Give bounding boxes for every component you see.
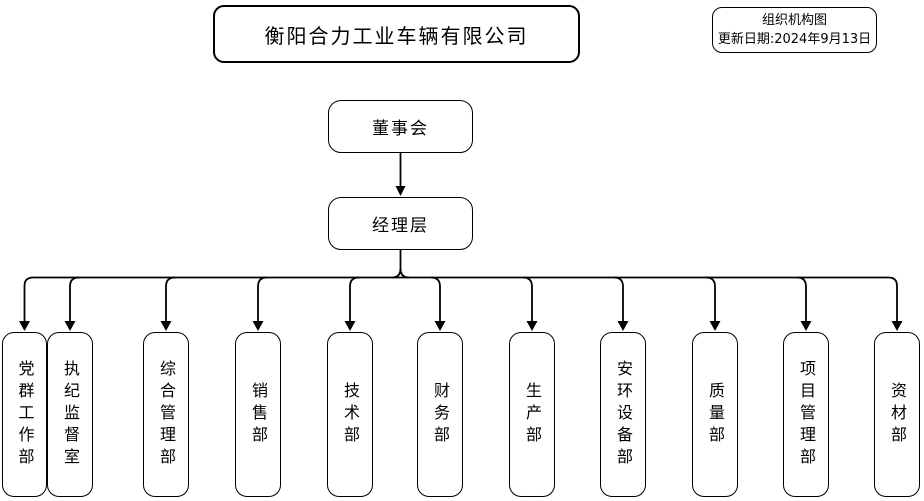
- department-box-materials: 资材部: [874, 332, 920, 497]
- company-title: 衡阳合力工业车辆有限公司: [264, 23, 529, 48]
- department-label: 技术部: [341, 381, 360, 448]
- department-box-quality: 质量部: [692, 332, 738, 497]
- department-label: 项目管理部: [797, 359, 816, 470]
- department-box-finance: 财务部: [417, 332, 463, 497]
- department-box-discipline-supervision: 执纪监督室: [47, 332, 93, 497]
- board-box: 董事会: [328, 100, 473, 153]
- management-label: 经理层: [372, 216, 429, 236]
- department-box-safety-equipment: 安环设备部: [600, 332, 646, 497]
- department-label: 资材部: [888, 381, 907, 448]
- board-label: 董事会: [372, 119, 429, 139]
- update-date-label: 更新日期:2024年9月13日: [717, 32, 872, 47]
- department-label: 党群工作部: [15, 359, 35, 470]
- chart-info-box: 组织机构图 更新日期:2024年9月13日: [712, 7, 877, 53]
- department-box-technology: 技术部: [327, 332, 373, 497]
- department-label: 质量部: [706, 381, 725, 448]
- management-box: 经理层: [328, 197, 473, 250]
- department-label: 执纪监督室: [61, 359, 80, 470]
- department-box-general-management: 综合管理部: [143, 332, 189, 497]
- department-box-party-group: 党群工作部: [2, 332, 47, 497]
- company-title-box: 衡阳合力工业车辆有限公司: [213, 5, 580, 63]
- department-box-project-management: 项目管理部: [783, 332, 829, 497]
- department-label: 综合管理部: [157, 359, 176, 470]
- department-label: 生产部: [523, 381, 542, 448]
- chart-type-label: 组织机构图: [761, 13, 827, 28]
- department-label: 安环设备部: [614, 359, 633, 470]
- department-box-production: 生产部: [509, 332, 555, 497]
- department-label: 财务部: [431, 381, 450, 448]
- department-box-sales: 销售部: [235, 332, 281, 497]
- department-label: 销售部: [249, 381, 268, 448]
